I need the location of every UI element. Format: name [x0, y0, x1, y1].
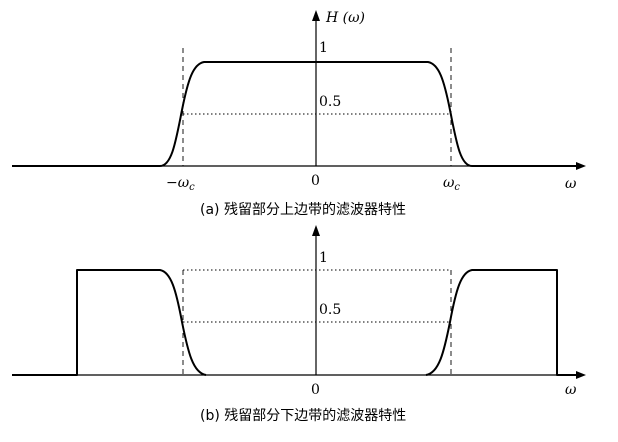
- panel-b-x-arrow: [576, 371, 586, 379]
- panel-b-caption: (b) 残留部分下边带的滤波器特性: [200, 408, 406, 424]
- panel-b-y-arrow: [312, 225, 320, 236]
- panel-a-tick-half: 0.5: [319, 94, 341, 110]
- panel-b-left-band-curve: [12, 269, 207, 376]
- panel-a-x-tick-pos-wc-main: ω: [443, 175, 455, 191]
- panel-a-y-arrow: [312, 10, 320, 21]
- panel-b-x-axis-label: ω: [565, 382, 577, 398]
- panel-a-x-tick-pos-wc: ωc: [443, 175, 460, 193]
- panel-a-x-tick-neg-wc-sub: c: [189, 182, 195, 193]
- panel-a-x-tick-neg-wc: −ωc: [166, 175, 195, 193]
- panel-a-x-tick-neg-wc-main: −ω: [166, 175, 190, 191]
- panel-a-filter-curve: [12, 61, 578, 167]
- panel-a-x-axis-label: ω: [565, 176, 577, 192]
- panel-a-x-tick-pos-wc-sub: c: [454, 182, 460, 193]
- panel-b: 1 0.5 0 ω (b) 残留部分下边带的滤波器特性: [12, 225, 586, 424]
- panel-a-x-tick-zero: 0: [311, 173, 320, 189]
- panel-b-right-band-curve: [425, 269, 578, 376]
- panel-a-x-arrow: [576, 162, 586, 170]
- panel-b-tick-1: 1: [319, 250, 328, 266]
- panel-a-tick-1: 1: [319, 40, 328, 56]
- panel-a: H (ω) 1 0.5 −ωc 0 ωc ω (a) 残留部分上边带的滤波器特性: [12, 10, 586, 218]
- panel-b-x-tick-zero: 0: [311, 382, 320, 398]
- panel-b-tick-half: 0.5: [319, 302, 341, 318]
- panel-a-y-axis-label: H (ω): [325, 10, 365, 26]
- panel-a-caption: (a) 残留部分上边带的滤波器特性: [200, 202, 406, 218]
